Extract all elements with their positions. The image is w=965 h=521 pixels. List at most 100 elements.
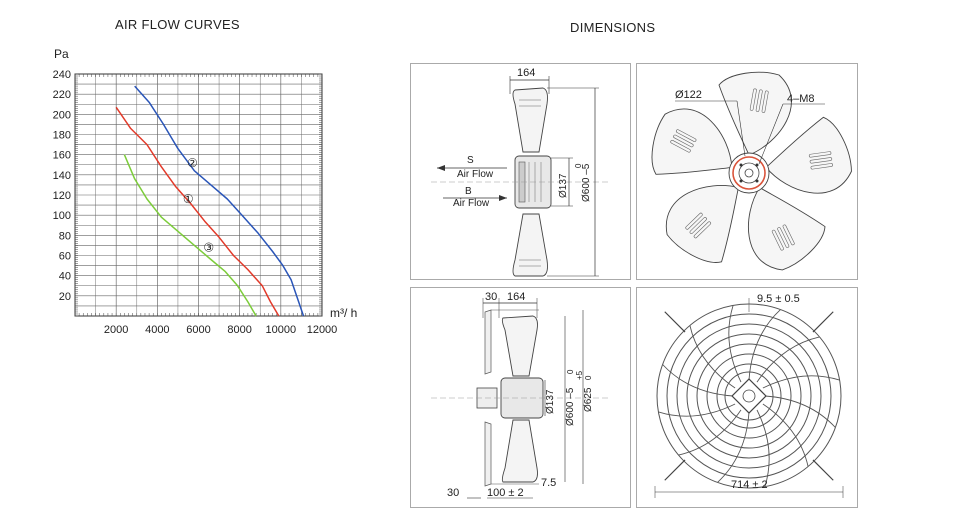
x-tick-label: 10000 [266, 324, 297, 336]
blade-slot [777, 227, 790, 248]
series-line [134, 85, 305, 317]
guard-ring [716, 363, 782, 429]
dim-bolts-m8: 4–M8 [787, 93, 815, 105]
chart-series [115, 85, 305, 317]
dim-guard-tol-plus: +5 [575, 370, 584, 380]
dim-hub-137: Ø137 [558, 173, 569, 198]
y-axis-label: Pa [54, 47, 69, 61]
dim-left-30: 30 [447, 487, 459, 499]
dim-guard-625: Ø625 [583, 387, 594, 412]
x-tick-label: 6000 [186, 324, 210, 336]
dim-outer-tol: 0 [574, 163, 583, 168]
dim-hole-122: Ø122 [675, 89, 702, 101]
guard-ring [696, 343, 802, 449]
y-tick-label: 40 [59, 271, 71, 283]
dim-outer-600: Ø600 –5 [581, 163, 592, 202]
guard-ring [724, 371, 774, 421]
y-tick-label: 180 [53, 130, 71, 142]
dim-blade-tol: 0 [566, 369, 575, 374]
fan-blades [651, 71, 852, 271]
guard-spoke [762, 403, 809, 467]
guard-spoke [756, 409, 770, 487]
blade-slot [675, 129, 697, 142]
guard-front-view-panel: 9.5 ± 0.5 714 ± 2 [636, 287, 858, 508]
guard-mount-arm [664, 459, 686, 481]
dim-width-164: 164 [507, 291, 525, 303]
dim-hub-137-b: Ø137 [545, 389, 556, 414]
blade-slot [749, 88, 757, 111]
y-tick-label: 60 [59, 251, 71, 263]
guard-mount-arm [664, 311, 686, 333]
guard-spoke [756, 336, 820, 383]
air-flow-curves-title: AIR FLOW CURVES [115, 17, 240, 32]
series-line [115, 106, 280, 317]
guard-spoke [689, 325, 736, 389]
guard-mount-arm [812, 311, 834, 333]
curve-label: ① [183, 192, 194, 206]
airflow-s-label: S [467, 155, 474, 166]
airflow-s-text: Air Flow [457, 169, 494, 180]
guard-spoke [658, 403, 736, 417]
guard-spoke [762, 375, 840, 389]
guard-front-drawing: 9.5 ± 0.5 714 ± 2 [654, 293, 844, 498]
dim-mount-100: 100 ± 2 [487, 487, 524, 499]
blade-slot [782, 224, 795, 246]
curve-label: ③ [203, 240, 214, 254]
airflow-b-label: B [465, 186, 472, 197]
blade-slot [685, 212, 703, 230]
blade-slot [771, 229, 784, 251]
y-tick-label: 240 [53, 69, 71, 81]
guard-ring [666, 313, 832, 479]
guard-ring [676, 323, 822, 469]
dim-164: 164 [517, 67, 535, 79]
guard-spoke [717, 411, 750, 483]
dim-slot-9-5: 9.5 ± 0.5 [757, 293, 800, 305]
x-tick-label: 12000 [307, 324, 338, 336]
front-view-drawing: Ø122 4–M8 [651, 71, 852, 271]
series-line [123, 154, 257, 317]
dim-offset-30: 30 [485, 291, 497, 303]
y-tick-label: 20 [59, 291, 71, 303]
side-guard-drawing: 30 164 Ø137 Ø600 –5 0 Ø625 +5 0 30 100 ±… [431, 291, 611, 499]
side-view-drawing: 164 Ø137 Ø600 –5 0 S Air Flow B [431, 67, 611, 277]
guard-mount-arm [812, 459, 834, 481]
y-tick-label: 120 [53, 190, 71, 202]
blade-slot [761, 90, 769, 113]
y-tick-label: 200 [53, 109, 71, 121]
blade-slot [810, 163, 833, 170]
y-tick-label: 80 [59, 230, 71, 242]
blade-slot [809, 157, 833, 164]
blade-slot [808, 151, 832, 158]
dim-guard-tol-zero: 0 [584, 375, 593, 380]
guard-spoke [728, 305, 742, 383]
chart-curve-labels: ② ① ③ [183, 156, 214, 255]
guard-spoke [678, 409, 742, 456]
guard-spoke [748, 309, 781, 381]
fan-blade [747, 186, 826, 271]
y-tick-label: 160 [53, 150, 71, 162]
x-tick-label: 4000 [145, 324, 169, 336]
fan-blade [718, 71, 792, 156]
fan-blade [765, 116, 852, 194]
y-tick-label: 220 [53, 89, 71, 101]
y-tick-label: 100 [53, 210, 71, 222]
side-view-panel: 164 Ø137 Ø600 –5 0 S Air Flow B [410, 63, 631, 280]
airflow-b-text: Air Flow [453, 198, 490, 209]
blade-slot [693, 221, 712, 239]
guard-ring [656, 303, 842, 489]
side-guard-view-panel: 30 164 Ø137 Ø600 –5 0 Ø625 +5 0 30 100 ±… [410, 287, 631, 508]
blade-slot [670, 139, 691, 153]
guard-spoke [662, 364, 734, 397]
guard-rings [656, 303, 842, 489]
curve-label: ② [187, 156, 198, 170]
chart-grid [74, 73, 323, 317]
blade-slot [689, 217, 707, 234]
fan-blade [651, 108, 733, 175]
dim-gap-7-5: 7.5 [541, 477, 556, 489]
blade-slot [673, 134, 694, 148]
x-tick-label: 2000 [104, 324, 128, 336]
guard-ring [706, 353, 792, 439]
guard-ring [686, 333, 812, 459]
dim-span-714: 714 ± 2 [731, 479, 768, 491]
